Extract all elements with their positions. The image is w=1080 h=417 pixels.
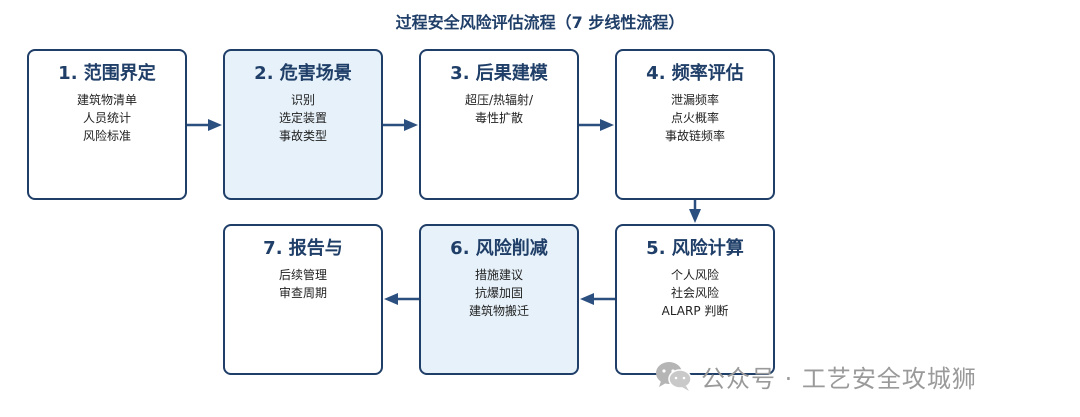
- step-line: 后续管理: [278, 268, 327, 282]
- step-line: 建筑物清单: [76, 93, 137, 107]
- step-heading: 2. 危害场景: [254, 63, 352, 84]
- step-line: 风险标准: [82, 129, 131, 143]
- step-box-7: 7. 报告与 后续管理 审查周期: [223, 224, 383, 375]
- step-heading: 6. 风险削减: [450, 238, 548, 259]
- step-line: ALARP 判断: [661, 304, 729, 318]
- step-heading: 5. 风险计算: [646, 238, 744, 259]
- step-box-5: 5. 风险计算 个人风险 社会风险 ALARP 判断: [615, 224, 775, 375]
- arrowhead-1-2: [208, 119, 222, 131]
- step-box-1: 1. 范围界定 建筑物清单 人员统计 风险标准: [27, 49, 187, 200]
- step-line: 毒性扩散: [474, 111, 523, 125]
- step-box-3: 3. 后果建模 超压/热辐射/ 毒性扩散: [419, 49, 579, 200]
- step-line: 识别: [290, 93, 315, 107]
- step-heading: 7. 报告与: [263, 238, 343, 259]
- arrowhead-3-4: [600, 119, 614, 131]
- step-heading: 4. 频率评估: [646, 63, 744, 84]
- step-box-4: 4. 频率评估 泄漏频率 点火概率 事故链频率: [615, 49, 775, 200]
- arrowhead-4-5: [689, 209, 701, 223]
- step-line: 泄漏频率: [670, 93, 719, 107]
- step-line: 建筑物搬迁: [468, 304, 529, 318]
- step-box-2: 2. 危害场景 识别 选定装置 事故类型: [223, 49, 383, 200]
- step-line: 个人风险: [670, 268, 719, 282]
- arrowhead-2-3: [404, 119, 418, 131]
- arrowhead-6-7: [384, 293, 398, 305]
- step-line: 社会风险: [670, 286, 719, 300]
- step-heading: 1. 范围界定: [58, 63, 156, 84]
- diagram-title: 过程安全风险评估流程（7 步线性流程）: [395, 13, 685, 32]
- step-line: 点火概率: [670, 111, 719, 125]
- arrowhead-5-6: [580, 293, 594, 305]
- step-line: 事故链频率: [664, 129, 725, 143]
- step-line: 超压/热辐射/: [464, 93, 534, 107]
- watermark: 公众号 · 工艺安全攻城狮: [655, 356, 977, 396]
- step-line: 事故类型: [278, 129, 327, 143]
- step-box-6: 6. 风险削减 措施建议 抗爆加固 建筑物搬迁: [419, 224, 579, 375]
- step-line: 措施建议: [474, 268, 523, 282]
- step-line: 抗爆加固: [474, 286, 523, 300]
- step-heading: 3. 后果建模: [450, 63, 548, 84]
- step-line: 审查周期: [278, 286, 327, 300]
- watermark-text: 公众号 · 工艺安全攻城狮: [701, 364, 977, 393]
- step-line: 选定装置: [278, 111, 327, 125]
- wechat-icon: [656, 362, 692, 391]
- step-line: 人员统计: [82, 111, 131, 125]
